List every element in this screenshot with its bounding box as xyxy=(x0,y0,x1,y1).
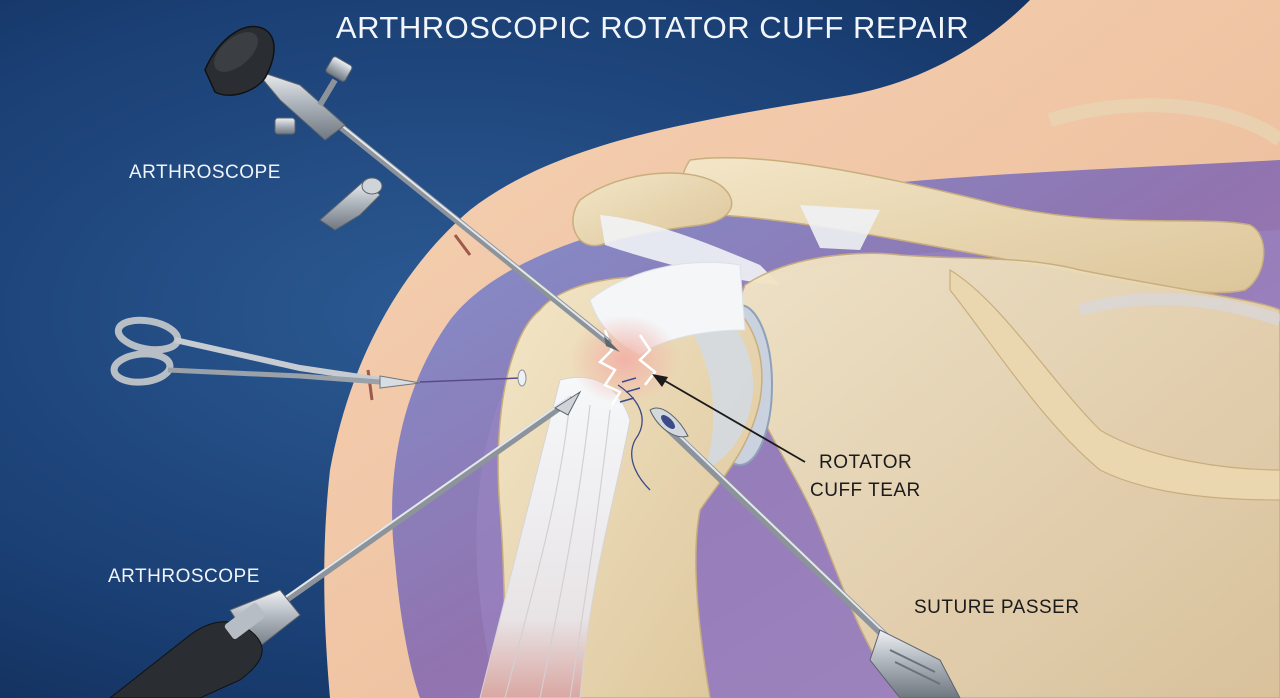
ligament-2 xyxy=(800,205,880,250)
forceps-instrument xyxy=(110,316,527,389)
tendon-fibers xyxy=(504,399,611,698)
arthroscope-label-top: ARTHROSCOPE xyxy=(129,162,281,183)
diagram-title: ARTHROSCOPIC ROTATOR CUFF REPAIR xyxy=(335,10,970,45)
tear-pointer xyxy=(652,374,806,463)
suture-passer-label: SUTURE PASSER xyxy=(914,597,1080,618)
humeral-head xyxy=(660,290,754,470)
rotator-cuff-tear-label-line2: CUFF TEAR xyxy=(810,480,921,501)
rib xyxy=(1078,293,1280,326)
arthroscope-label-bottom: ARTHROSCOPE xyxy=(108,566,260,587)
rotator-cuff-tear-label-line1: ROTATOR xyxy=(819,452,913,473)
suture-stitches xyxy=(619,377,641,403)
torn-fibers xyxy=(597,329,657,406)
rib xyxy=(1047,98,1280,146)
arthroscope-top xyxy=(204,25,620,352)
arthroscope-bottom xyxy=(109,390,582,698)
suture-passer-instrument xyxy=(649,407,961,698)
clavicle-bone xyxy=(681,157,1265,294)
incision xyxy=(366,369,374,401)
incision xyxy=(453,234,472,256)
